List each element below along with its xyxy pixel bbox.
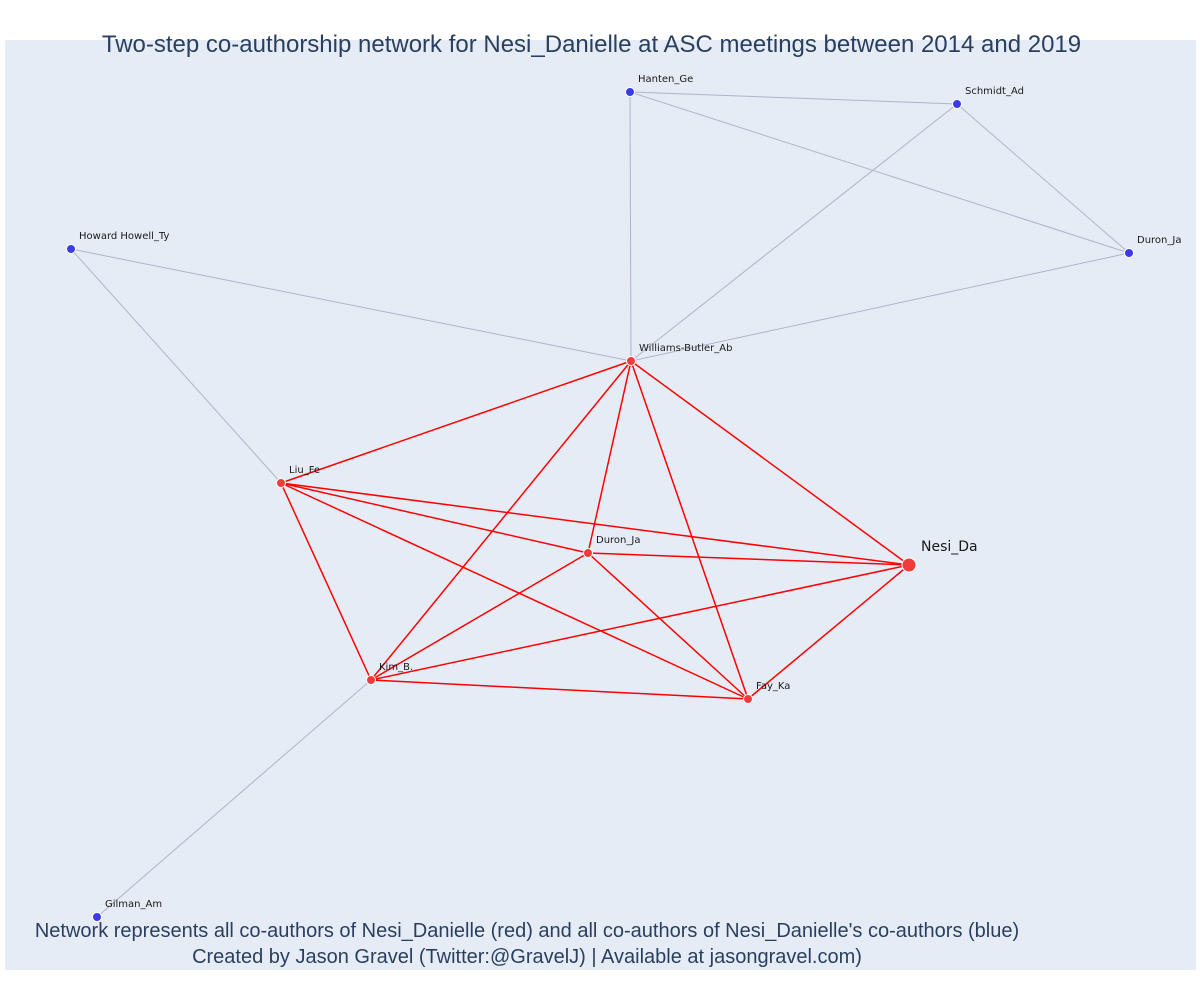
edge-liu-duron_inner: [280, 482, 589, 554]
chart-title: Two-step co-authorship network for Nesi_…: [101, 31, 1082, 58]
edge-williams-fay: [630, 360, 749, 700]
edge-nesi-kim: [370, 564, 910, 681]
node-schmidt[interactable]: [952, 99, 962, 109]
caption: Network represents all co-authors of Nes…: [0, 918, 1054, 970]
node-duron_outer[interactable]: [1124, 248, 1134, 258]
edge-schmidt-duron_outer: [956, 103, 1130, 254]
node-label-howard: Howard Howell_Ty: [79, 231, 169, 242]
node-fay[interactable]: [743, 694, 753, 704]
edge-hanten-schmidt: [629, 91, 958, 105]
edge-williams-duron_inner: [587, 360, 632, 554]
node-label-nesi: Nesi_Da: [921, 539, 978, 555]
edge-kim-fay: [370, 679, 749, 700]
edge-duron_inner-nesi: [587, 552, 910, 566]
node-label-liu: Liu_Fe: [289, 465, 320, 476]
edge-duron_inner-fay: [587, 552, 749, 700]
node-label-duron_outer: Duron_Ja: [1137, 235, 1181, 246]
nodes-layer: [66, 87, 1134, 922]
edges-layer: [70, 91, 1130, 918]
plot-background: [5, 40, 1196, 970]
edge-duron_inner-kim: [370, 552, 589, 681]
edge-liu-fay: [280, 482, 749, 700]
edge-hanten-duron_outer: [629, 91, 1130, 254]
node-label-hanten: Hanten_Ge: [638, 74, 693, 85]
node-label-williams: Williams-Butler_Ab: [639, 343, 732, 354]
edge-liu-kim: [280, 482, 372, 681]
node-gilman[interactable]: [92, 912, 102, 922]
node-howard[interactable]: [66, 244, 76, 254]
node-label-fay: Fay_Ka: [756, 681, 790, 692]
caption-line-2: Created by Jason Gravel (Twitter:@Gravel…: [192, 946, 862, 968]
edge-liu-nesi: [280, 482, 910, 566]
node-label-schmidt: Schmidt_Ad: [965, 86, 1024, 97]
node-nesi[interactable]: [901, 557, 917, 573]
caption-line-1: Network represents all co-authors of Nes…: [34, 920, 1020, 942]
edge-nesi-fay: [747, 564, 910, 700]
edge-howard-liu: [70, 248, 282, 484]
edge-duron_outer-williams: [630, 252, 1130, 362]
node-williams[interactable]: [626, 356, 636, 366]
node-kim[interactable]: [366, 675, 376, 685]
edge-gilman-kim: [96, 679, 372, 918]
node-hanten[interactable]: [625, 87, 635, 97]
edge-williams-nesi: [630, 360, 910, 566]
edge-schmidt-williams: [630, 103, 958, 362]
node-liu[interactable]: [276, 478, 286, 488]
edge-williams-kim: [370, 360, 632, 681]
node-label-duron_inner: Duron_Ja: [596, 535, 640, 546]
edge-howard-williams: [70, 248, 632, 362]
edge-williams-liu: [280, 360, 632, 484]
node-duron_inner[interactable]: [583, 548, 593, 558]
node-label-kim: Kim_B.: [379, 662, 413, 673]
node-label-gilman: Gilman_Am: [105, 899, 162, 910]
edge-hanten-williams: [629, 91, 632, 362]
